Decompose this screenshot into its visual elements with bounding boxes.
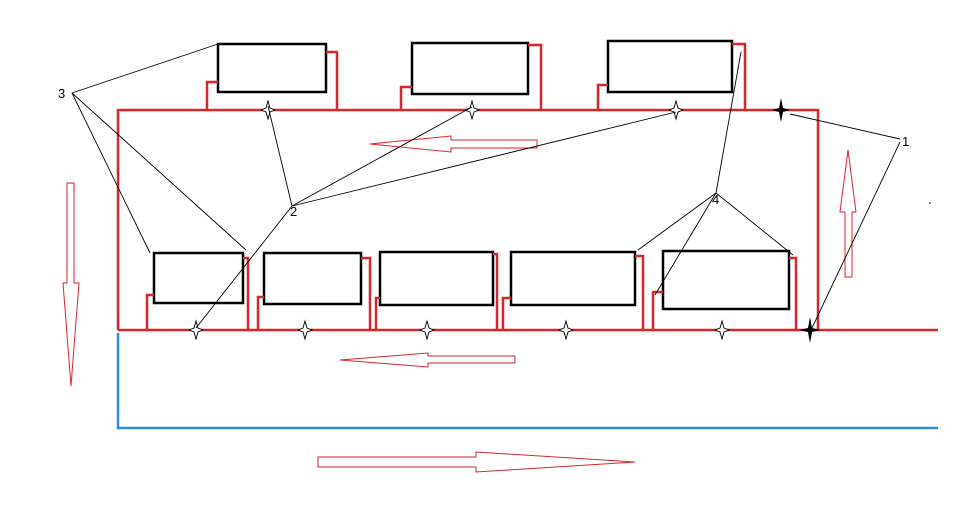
arrow-icon (339, 352, 516, 368)
label-2: 2 (290, 204, 297, 219)
radiator-upper-1-outlet (326, 50, 339, 110)
shutoff-valves (772, 98, 821, 343)
label-4: 4 (712, 192, 719, 207)
radiator-upper-3-inlet (596, 83, 608, 110)
radiator-lower-1 (152, 251, 245, 305)
radiator-lower-5-outlet (789, 256, 798, 330)
label-3: 3 (58, 86, 65, 101)
leaders-label-3 (71, 43, 247, 254)
leaders-label-1 (789, 113, 901, 329)
radiator-upper-2-outlet (528, 43, 543, 110)
lower-radiators (145, 249, 798, 330)
radiator-lower-1-inlet (145, 293, 154, 330)
valve-icon (772, 98, 790, 122)
valve-icon (713, 319, 731, 341)
radiator-lower-4-inlet (501, 296, 511, 330)
radiator-upper-3 (606, 39, 734, 94)
upper-radiators (205, 39, 747, 110)
radiator-lower-4 (509, 250, 637, 307)
label-1: 1 (902, 134, 909, 149)
valve-icon (418, 319, 436, 341)
valve-icon (259, 99, 277, 121)
return-pipe (116, 333, 938, 430)
radiator-lower-3 (378, 250, 495, 307)
radiator-lower-3-outlet (493, 252, 499, 330)
radiator-upper-3-outlet (732, 42, 747, 110)
radiator-lower-4-outlet (635, 254, 645, 330)
radiator-lower-5 (661, 249, 791, 311)
radiator-upper-1-inlet (205, 80, 218, 110)
radiator-upper-2-inlet (399, 85, 412, 110)
radiator-lower-3-inlet (374, 296, 380, 330)
valve-icon (667, 99, 685, 121)
radiator-lower-2-inlet (256, 295, 264, 330)
radiator-lower-2-outlet (361, 256, 372, 330)
radiator-lower-2 (262, 251, 363, 306)
radiator-lower-1-outlet (243, 256, 250, 330)
valve-icon (296, 319, 314, 341)
radiator-upper-2 (410, 41, 530, 96)
arrow-icon (62, 182, 80, 387)
stray-dot (929, 202, 931, 204)
arrow-icon (839, 149, 857, 278)
radiator-upper-1 (216, 42, 328, 94)
radiator-lower-5-inlet (651, 290, 663, 330)
leaders-label-2 (195, 105, 677, 329)
arrow-icon (317, 451, 636, 473)
valve-icon (799, 317, 821, 343)
leaders-label-4 (637, 51, 794, 296)
valve-icon (557, 319, 575, 341)
valve-icon (187, 319, 205, 341)
